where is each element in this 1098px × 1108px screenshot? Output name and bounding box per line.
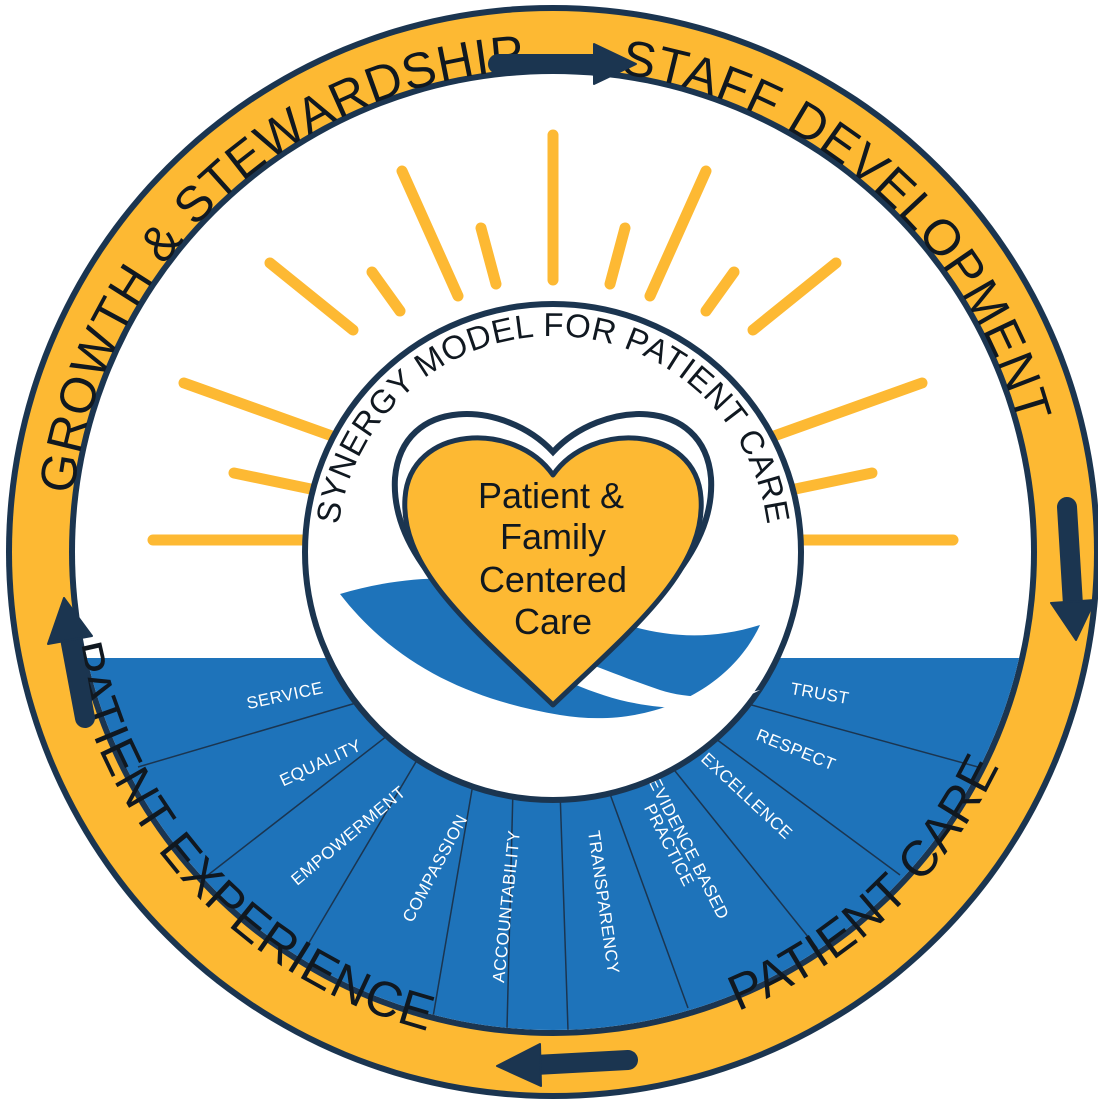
up-arrow-icon: [47, 597, 95, 728]
sun-ray: [475, 222, 502, 290]
divider: [559, 789, 569, 1030]
divider: [736, 700, 979, 768]
sun-ray: [366, 266, 406, 317]
divider: [432, 777, 475, 1018]
left-arrow-icon: [496, 1043, 638, 1087]
sun-ray: [396, 165, 464, 302]
divider: [207, 731, 393, 876]
sun-ray: [644, 165, 712, 302]
heart-text-line4: Care: [514, 601, 592, 642]
divider: [506, 787, 514, 1029]
divider: [137, 697, 374, 768]
sun-ray: [775, 467, 878, 498]
heart-text-line2: Family: [500, 516, 606, 557]
divider: [670, 765, 818, 949]
sun-ray: [604, 222, 631, 290]
heart-icon: [402, 435, 704, 708]
divider: [711, 735, 901, 876]
heart-text-line3: Centered: [479, 559, 627, 600]
sun-ray: [700, 266, 740, 317]
sun-ray: [768, 377, 928, 442]
divider: [299, 754, 421, 959]
sun-ray: [228, 467, 331, 498]
sun-rays: [147, 129, 959, 546]
right-arrow-icon: [488, 43, 637, 85]
sun-ray: [747, 257, 842, 336]
sun-ray: [178, 377, 338, 442]
value-dividers: [137, 697, 979, 1030]
heart-text-line1: Patient &: [478, 475, 624, 516]
down-arrow-icon: [1050, 497, 1096, 641]
divider: [605, 782, 689, 1009]
sun-ray: [264, 257, 359, 336]
